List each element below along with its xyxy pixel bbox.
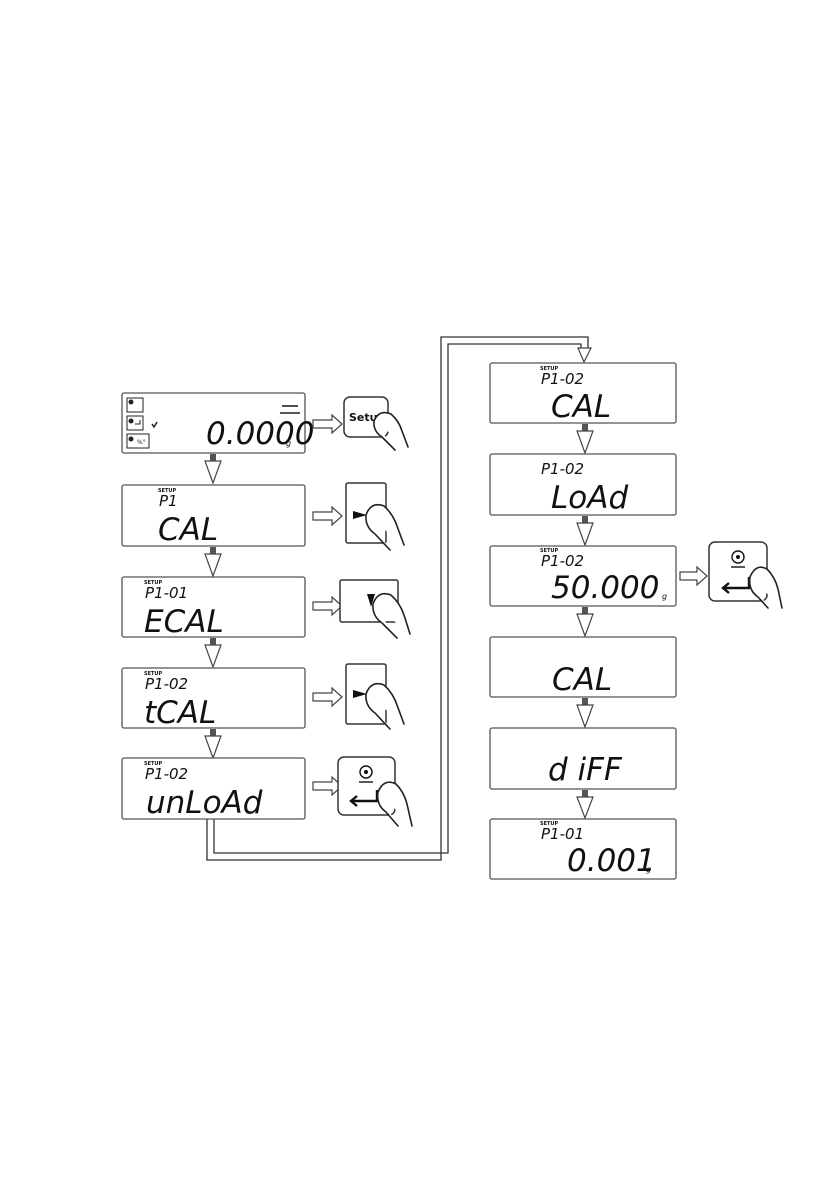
arrow-down-icon <box>577 607 593 636</box>
arrow-down-icon <box>205 729 221 758</box>
svg-text:g: g <box>662 592 667 601</box>
display-diff: d iFF <box>490 728 676 789</box>
arrow-down-icon <box>577 424 593 453</box>
svg-text:P1-02: P1-02 <box>541 552 584 570</box>
svg-text:0.001: 0.001 <box>567 843 656 879</box>
svg-text:P1-02: P1-02 <box>145 675 188 693</box>
svg-text:50.000: 50.000 <box>551 570 659 606</box>
arrow-down-icon <box>205 454 221 483</box>
svg-text:CAL: CAL <box>552 662 612 698</box>
right-key-press[interactable] <box>346 483 404 550</box>
down-key-press[interactable] <box>340 580 410 638</box>
display-p1-02-unload: SETUP P1-02 unLoAd <box>122 758 305 821</box>
enter-key-press[interactable] <box>338 757 412 826</box>
svg-text:P1-02: P1-02 <box>145 765 188 783</box>
svg-text:P1-02: P1-02 <box>541 460 584 478</box>
pressing-finger-icon <box>378 782 412 826</box>
pressing-finger-icon <box>374 413 408 450</box>
svg-text:unLoAd: unLoAd <box>146 785 263 821</box>
setup-key-press[interactable]: Setu <box>344 397 408 450</box>
display-result: SETUP P1-01 0.001 g <box>490 819 676 879</box>
display-p1-02-tcal: SETUP P1-02 tCAL <box>122 668 305 731</box>
svg-text:ECAL: ECAL <box>144 604 224 640</box>
arrow-down-icon <box>577 516 593 545</box>
svg-text:%°: %° <box>137 439 146 446</box>
svg-text:d iFF: d iFF <box>548 752 623 788</box>
display-cal: CAL <box>490 637 676 698</box>
arrow-right-icon <box>313 415 342 433</box>
arrow-down-icon <box>205 547 221 576</box>
svg-text:CAL: CAL <box>551 389 611 425</box>
pressing-finger-icon <box>750 567 782 608</box>
svg-text:P1-02: P1-02 <box>541 370 584 388</box>
svg-text:P1: P1 <box>159 492 178 510</box>
arrow-down-icon <box>577 790 593 818</box>
svg-text:g: g <box>646 865 651 874</box>
home-weight-value: 0.0000 <box>206 416 314 452</box>
display-p1-02-weight: SETUP P1-02 50.000 g <box>490 546 676 606</box>
svg-text:tCAL: tCAL <box>144 695 216 731</box>
svg-text:LoAd: LoAd <box>551 480 628 516</box>
arrow-right-icon <box>313 507 342 525</box>
arrow-right-icon <box>313 688 342 706</box>
arrow-right-icon <box>680 567 707 585</box>
display-p1-02-cal: SETUP P1-02 CAL <box>490 363 676 425</box>
home-weight-unit: g <box>286 439 291 448</box>
right-key-press-2[interactable] <box>346 664 404 729</box>
connector-arrow-head <box>578 348 591 362</box>
display-p1-cal: SETUP P1 CAL <box>122 485 305 548</box>
arrow-right-icon <box>313 597 342 615</box>
svg-text:CAL: CAL <box>158 512 218 548</box>
svg-text:P1-01: P1-01 <box>145 584 188 602</box>
arrow-down-icon <box>577 698 593 727</box>
pressing-finger-icon <box>373 594 410 638</box>
enter-key-press-2[interactable] <box>709 542 782 608</box>
display-p1-02-load: P1-02 LoAd <box>490 454 676 516</box>
svg-text:P1-01: P1-01 <box>541 825 584 843</box>
display-home: %° 0.0000 g <box>122 393 314 453</box>
arrow-down-icon <box>205 638 221 667</box>
display-p1-01-ecal: SETUP P1-01 ECAL <box>122 577 305 640</box>
